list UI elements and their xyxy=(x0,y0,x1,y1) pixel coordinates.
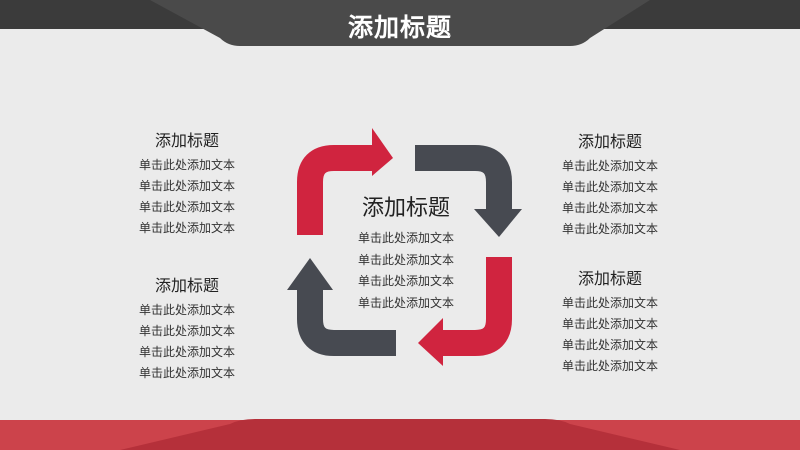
center-line: 单击此处添加文本 xyxy=(357,252,454,267)
block-line: 单击此处添加文本 xyxy=(561,180,658,194)
block-line: 单击此处添加文本 xyxy=(138,303,235,317)
block-title: 添加标题 xyxy=(577,132,642,151)
block-line: 单击此处添加文本 xyxy=(561,201,658,215)
block-line: 单击此处添加文本 xyxy=(138,158,235,172)
title-tab xyxy=(150,0,650,46)
block-line: 单击此处添加文本 xyxy=(561,359,658,373)
arrow-bottom-right xyxy=(418,257,512,366)
text-block-top-right: 添加标题 单击此处添加文本 单击此处添加文本 单击此处添加文本 单击此处添加文本 xyxy=(550,128,670,240)
text-block-top-left: 添加标题 单击此处添加文本 单击此处添加文本 单击此处添加文本 单击此处添加文本 xyxy=(127,127,247,239)
arrow-top-right xyxy=(415,145,522,237)
block-line: 单击此处添加文本 xyxy=(138,324,235,338)
center-line: 单击此处添加文本 xyxy=(357,295,454,310)
block-line: 单击此处添加文本 xyxy=(138,366,235,380)
block-line: 单击此处添加文本 xyxy=(561,317,658,331)
center-line: 单击此处添加文本 xyxy=(357,231,454,245)
footer-band xyxy=(0,419,800,450)
block-title: 添加标题 xyxy=(577,269,642,288)
block-line: 单击此处添加文本 xyxy=(561,222,658,236)
center-text: 添加标题 单击此处添加文本 单击此处添加文本 单击此处添加文本 单击此处添加文本 xyxy=(335,190,477,314)
block-line: 单击此处添加文本 xyxy=(138,179,235,193)
arrow-top-left xyxy=(297,128,393,235)
center-title: 添加标题 xyxy=(361,196,450,221)
text-block-bottom-right: 添加标题 单击此处添加文本 单击此处添加文本 单击此处添加文本 单击此处添加文本 xyxy=(550,265,670,377)
text-block-bottom-left: 添加标题 单击此处添加文本 单击此处添加文本 单击此处添加文本 单击此处添加文本 xyxy=(127,272,247,384)
block-line: 单击此处添加文本 xyxy=(561,338,658,352)
block-title: 添加标题 xyxy=(154,276,219,295)
arrow-bottom-left xyxy=(287,258,396,356)
page-title: 添加标题 xyxy=(347,13,452,42)
block-line: 单击此处添加文本 xyxy=(138,345,235,359)
block-line: 单击此处添加文本 xyxy=(561,159,658,173)
block-line: 单击此处添加文本 xyxy=(138,221,235,235)
block-line: 单击此处添加文本 xyxy=(138,200,235,214)
block-line: 单击此处添加文本 xyxy=(561,296,658,310)
center-line: 单击此处添加文本 xyxy=(357,274,454,288)
block-title: 添加标题 xyxy=(154,131,219,150)
